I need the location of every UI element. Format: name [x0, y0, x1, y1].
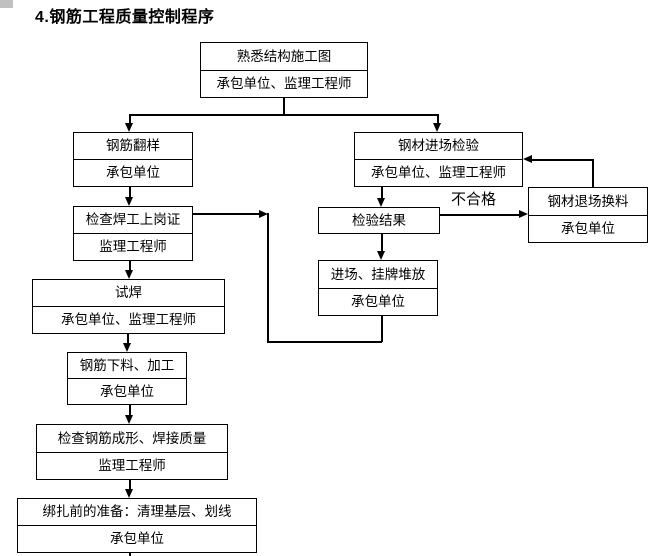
arrowhead-welder-cert-right [259, 210, 268, 218]
connector-to-entry-stacking [381, 234, 383, 252]
window-corner-artifact [0, 0, 13, 8]
flow-box-entry-stacking: 进场、挂牌堆放 承包单位 [318, 260, 438, 316]
flow-step-label: 钢筋翻样 [106, 138, 160, 154]
flow-step-label: 检查钢筋成形、焊接质量 [57, 430, 207, 446]
connector-merge-horizontal [267, 341, 382, 343]
flow-owner-label: 监理工程师 [37, 451, 227, 480]
flow-owner-label: 承包单位 [74, 159, 192, 186]
connector-binding-prep-stub [129, 553, 131, 556]
arrowhead-to-inspection-result [377, 198, 385, 207]
flow-step-label: 检验结果 [352, 212, 406, 228]
flow-owner-label: 承包单位、监理工程师 [201, 69, 367, 98]
flow-owner-label: 承包单位 [319, 287, 437, 316]
flow-owner-label: 承包单位、监理工程师 [33, 306, 224, 333]
flow-owner-label: 承包单位 [68, 378, 186, 404]
flow-box-study-drawings: 熟悉结构施工图 承包单位、监理工程师 [200, 42, 368, 98]
arrowhead-to-rebar-cutting [123, 343, 131, 352]
flow-step-label: 检查焊工上岗证 [85, 212, 181, 228]
arrowhead-to-trial-welding [125, 270, 133, 279]
flow-box-steel-return-replace: 钢材退场换料 承包单位 [528, 187, 648, 243]
flow-box-rebar-detailing: 钢筋翻样 承包单位 [73, 132, 193, 187]
flow-box-rebar-cutting: 钢筋下料、加工 承包单位 [67, 352, 187, 405]
flow-box-trial-welding: 试焊 承包单位、监理工程师 [32, 279, 225, 334]
connector-fail-branch [440, 214, 519, 216]
fail-branch-label: 不合格 [451, 191, 497, 208]
arrowhead-to-welder-cert [125, 197, 133, 206]
connector-to-welder-cert [129, 187, 131, 198]
flow-step-label: 钢材进场检验 [398, 138, 479, 154]
connector-entry-stacking-bottom [381, 315, 383, 342]
connector-to-binding-prep [129, 480, 131, 490]
connector-top-drop [283, 97, 285, 115]
flow-box-steel-entry-inspection: 钢材进场检验 承包单位、监理工程师 [354, 132, 523, 187]
connector-to-rebar-detailing [129, 114, 131, 124]
arrowhead-return-to-inspection [523, 155, 532, 163]
connector-to-steel-inspection [437, 114, 439, 124]
flow-box-inspection-result: 检验结果 [318, 207, 440, 234]
flow-owner-label: 承包单位 [529, 214, 647, 243]
flow-box-binding-preparation: 绑扎前的准备：清理基层、划线 承包单位 [17, 498, 257, 553]
arrowhead-to-forming-check [125, 415, 133, 424]
flow-step-label: 钢筋下料、加工 [79, 357, 175, 373]
connector-merge-vertical [267, 213, 269, 342]
arrowhead-to-rebar-detailing [125, 123, 133, 132]
flow-step-label: 试焊 [115, 285, 142, 301]
arrowhead-fail-branch [519, 210, 528, 218]
flow-step-label: 熟悉结构施工图 [236, 48, 332, 64]
page-title: 4.钢筋工程质量控制程序 [35, 9, 215, 26]
arrowhead-to-binding-prep [125, 489, 133, 498]
flow-box-welder-cert-check: 检查焊工上岗证 监理工程师 [73, 206, 193, 261]
flow-step-label: 进场、挂牌堆放 [330, 266, 426, 282]
connector-split-bar [129, 114, 439, 116]
arrowhead-to-entry-stacking [377, 251, 385, 260]
arrowhead-to-steel-inspection [433, 123, 441, 132]
connector-return-up [592, 159, 594, 187]
connector-return-left [532, 159, 593, 161]
flow-step-label: 绑扎前的准备：清理基层、划线 [42, 504, 232, 520]
flow-owner-label: 承包单位 [18, 525, 256, 552]
connector-to-forming-check [129, 405, 131, 416]
flow-owner-label: 承包单位、监理工程师 [355, 159, 522, 186]
flow-step-label: 钢材退场换料 [547, 193, 629, 209]
connector-to-rebar-cutting [127, 334, 129, 344]
flow-owner-label: 监理工程师 [74, 233, 192, 260]
connector-to-inspection-result [381, 187, 383, 199]
connector-to-trial-welding [129, 261, 131, 271]
flow-box-forming-weld-check: 检查钢筋成形、焊接质量 监理工程师 [36, 424, 228, 480]
connector-welder-cert-right [193, 213, 259, 215]
